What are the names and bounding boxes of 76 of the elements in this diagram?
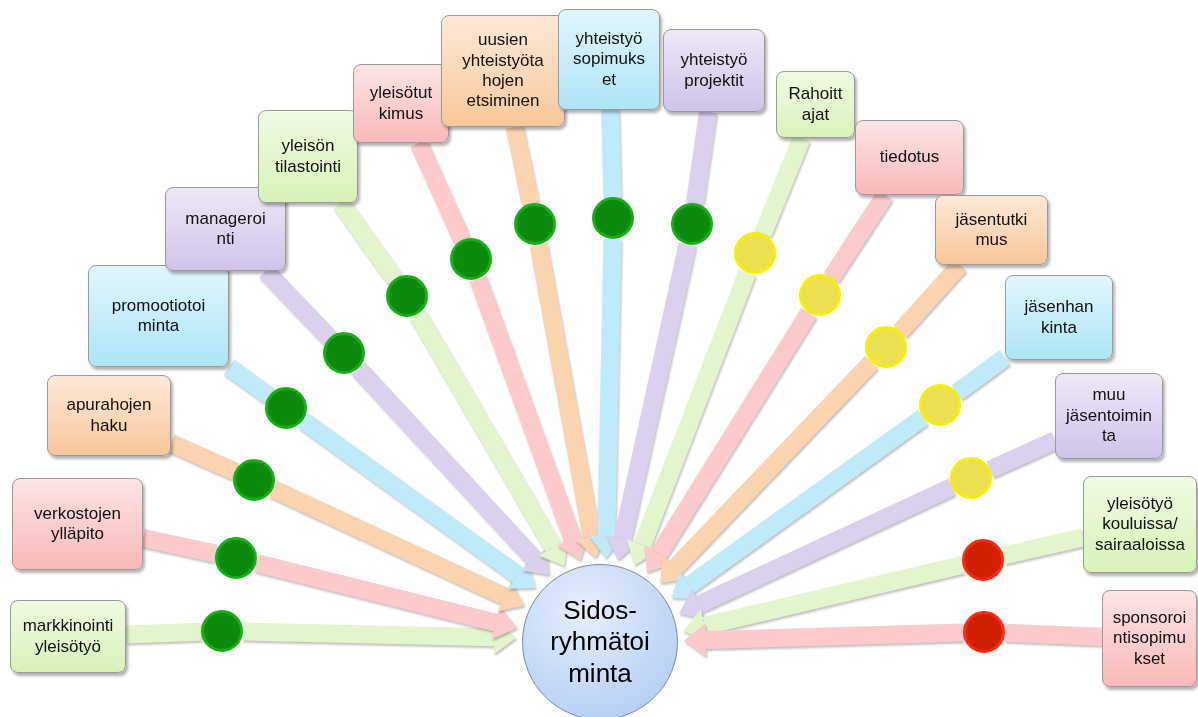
topic-box [855, 120, 964, 195]
topic-box [558, 9, 660, 110]
topic-box [441, 15, 565, 127]
arrow [269, 480, 525, 612]
arrow [660, 355, 878, 584]
arrow [409, 309, 568, 566]
connector-band [1004, 623, 1103, 646]
topic-box [1083, 476, 1197, 573]
connector-band [141, 529, 218, 563]
topic-label: tiedotus [879, 147, 940, 168]
topic-box [47, 375, 171, 456]
status-dot [386, 275, 428, 317]
topic-label: uusien yhteistyöta hojen etsiminen [462, 30, 544, 112]
connector-band [686, 110, 717, 205]
topic-label: sponsoroi ntisopimu kset [1112, 607, 1187, 670]
topic-label: yhteistyö sopimuks et [573, 28, 645, 91]
connector-band [1001, 528, 1085, 565]
topic-box [776, 71, 855, 138]
status-dot [592, 197, 634, 239]
connector-band [223, 359, 275, 403]
topic-box [258, 110, 358, 203]
arrow [644, 308, 817, 573]
arrow [671, 409, 929, 599]
topic-label: yhteistyö projektit [680, 50, 748, 91]
arrow [242, 620, 517, 655]
center-circle [522, 564, 678, 717]
status-dot [950, 457, 992, 499]
topic-label: jäsenhan kinta [1024, 297, 1094, 338]
status-dot [919, 384, 961, 426]
topic-label: muu jäsentoimin ta [1066, 385, 1152, 447]
arrow [297, 412, 536, 589]
connector-band [951, 349, 1011, 400]
status-dot [799, 274, 841, 316]
topic-box [353, 64, 449, 143]
status-dot [201, 610, 243, 652]
topic-box [1102, 590, 1197, 687]
status-dot [963, 611, 1005, 653]
topic-label: yleisötut kimus [369, 83, 433, 124]
topic-box [10, 600, 126, 673]
topic-box [12, 478, 143, 570]
status-dot [514, 203, 556, 245]
status-dot [671, 203, 713, 245]
topic-box [165, 187, 286, 271]
connector-band [125, 622, 202, 644]
status-dot [233, 459, 275, 501]
arrow [684, 623, 964, 657]
arrow [589, 238, 624, 559]
status-dot [734, 232, 776, 274]
topic-label: yleisötyö kouluissa/ sairaaloissa [1095, 493, 1185, 556]
topic-box [88, 265, 229, 367]
arrow [351, 362, 550, 575]
connector-band [505, 125, 540, 206]
topic-label: apurahojen haku [66, 395, 152, 436]
topic-label: manageroi nti [185, 208, 266, 250]
topic-label: Rahoitt ajat [788, 84, 843, 125]
topic-label: promootiotoi minta [111, 295, 206, 337]
topic-box [935, 195, 1048, 265]
topic-box [1005, 275, 1113, 360]
status-dot [265, 387, 307, 429]
status-dot [865, 326, 907, 368]
arrow [254, 554, 518, 640]
status-dot [323, 332, 365, 374]
status-dot [962, 539, 1004, 581]
topic-label: verkostojen ylläpito [34, 503, 121, 545]
topic-box [663, 29, 765, 112]
status-dot [450, 238, 492, 280]
topic-box [1055, 373, 1163, 459]
center-label: Sidos- ryhmätoi minta [550, 595, 650, 689]
topic-label: yleisön tilastointi [274, 136, 342, 177]
arrow [679, 478, 956, 620]
arrow [606, 242, 697, 560]
arrow [626, 269, 756, 566]
connector-band [601, 109, 622, 198]
topic-label: jäsentutki mus [955, 209, 1028, 251]
topic-label: markkinointi yleisötyö [22, 616, 114, 657]
status-dot [215, 537, 257, 579]
